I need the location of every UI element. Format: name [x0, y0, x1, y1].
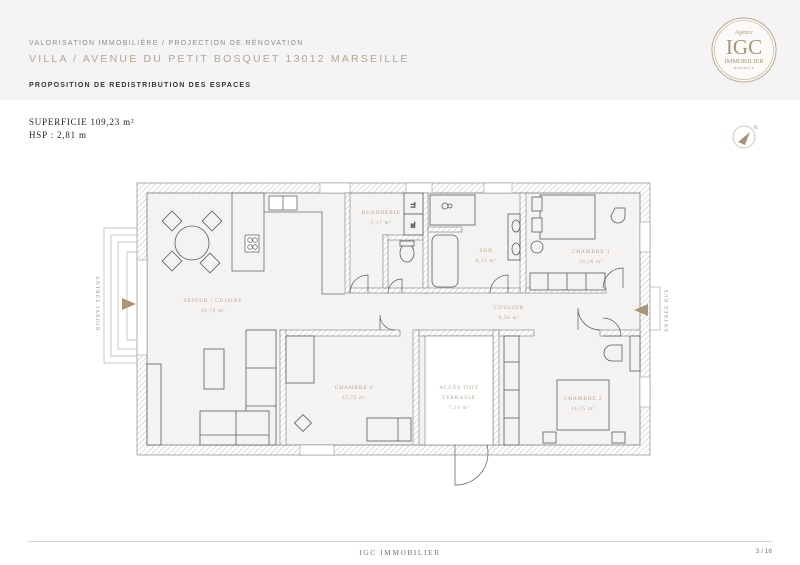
compass-label: N: [754, 125, 758, 131]
garden-entrance-arrow-icon: [122, 298, 136, 310]
bathroom-fixtures: LL SL: [399, 192, 521, 288]
superficie-text: SUPERFICIE 109,23 m²: [29, 117, 135, 127]
page-header: VALORISATION IMMOBILIÈRE / PROJECTION DE…: [0, 0, 800, 100]
living-furniture: [146, 329, 277, 446]
bedroom-4-furniture: [285, 335, 412, 442]
logo-tagline: MARSEILLE: [734, 66, 754, 70]
surface-info: SUPERFICIE 109,23 m² HSP : 2,81 m: [29, 116, 134, 142]
room-name-sdb: SDB: [479, 248, 492, 254]
garden-entrance-label: ENTRÉE JARDIN: [94, 276, 102, 331]
header-kicker: VALORISATION IMMOBILIÈRE / PROJECTION DE…: [29, 40, 304, 47]
bedroom-2-furniture: [503, 335, 641, 446]
page-number: 3 / 16: [755, 548, 772, 555]
dryer-label: SL: [411, 222, 417, 228]
room-name-chambre-4: CHAMBRE 4: [335, 385, 374, 391]
garden-steps: [103, 227, 138, 364]
room-area-chambre-1: 10,38 m²: [579, 259, 603, 265]
room-name-couloir: COULOIR: [494, 305, 524, 311]
room-name-acces-toit: ACCÈS TOIT: [439, 383, 478, 391]
room-name-chambre-1: CHAMBRE 1: [572, 249, 611, 255]
dining-table: [161, 210, 223, 274]
room-area-sejour: 39,78 m²: [201, 308, 225, 314]
room-name-buanderie: BUANDERIE: [362, 210, 401, 216]
room-area-chambre-2: 14,75 m²: [571, 406, 595, 412]
page-title: VILLA / AVENUE DU PETIT BOSQUET 13012 MA…: [29, 53, 410, 65]
door-swings: [349, 267, 624, 486]
room-area-chambre-4: 13,75 m²: [342, 395, 366, 401]
logo-name: IMMOBILIER: [724, 58, 764, 65]
room-area-couloir: 9,58 m²: [499, 315, 520, 321]
room-name-sejour: SÉJOUR / CUISINE: [184, 296, 243, 304]
room-labels: SÉJOUR / CUISINE 39,78 m² BUANDERIE 5,17…: [184, 210, 611, 412]
room-area-acces-toit: 7,10 m²: [449, 405, 470, 411]
street-step: [649, 286, 661, 331]
room-name-chambre-2: CHAMBRE 2: [564, 396, 603, 402]
room-area-buanderie: 5,17 m²: [371, 220, 392, 226]
washing-machine-label: LL: [411, 202, 417, 208]
bedroom-1-furniture: [529, 194, 626, 291]
logo-monogram: IGC: [726, 35, 762, 59]
page-subtitle: PROPOSITION DE REDISTRIBUTION DES ESPACE…: [29, 82, 252, 89]
footer-brand: IGC IMMOBILIER: [359, 548, 441, 557]
street-entrance-arrow-icon: [634, 304, 648, 316]
footer-divider: [28, 541, 772, 542]
igc-logo: Agence IGC IMMOBILIER MARSEILLE: [711, 17, 777, 83]
logo-script: Agence: [734, 30, 753, 36]
room-name-terrasse: TERRASSE: [442, 395, 476, 401]
room-area-sdb: 8,32 m²: [476, 258, 497, 264]
interior-walls: [279, 192, 641, 446]
kitchen: [231, 192, 345, 295]
north-arrow-icon: N: [732, 125, 758, 149]
street-entrance-label: ENTRÉE RUE: [662, 288, 670, 331]
hsp-text: HSP : 2,81 m: [29, 130, 87, 140]
